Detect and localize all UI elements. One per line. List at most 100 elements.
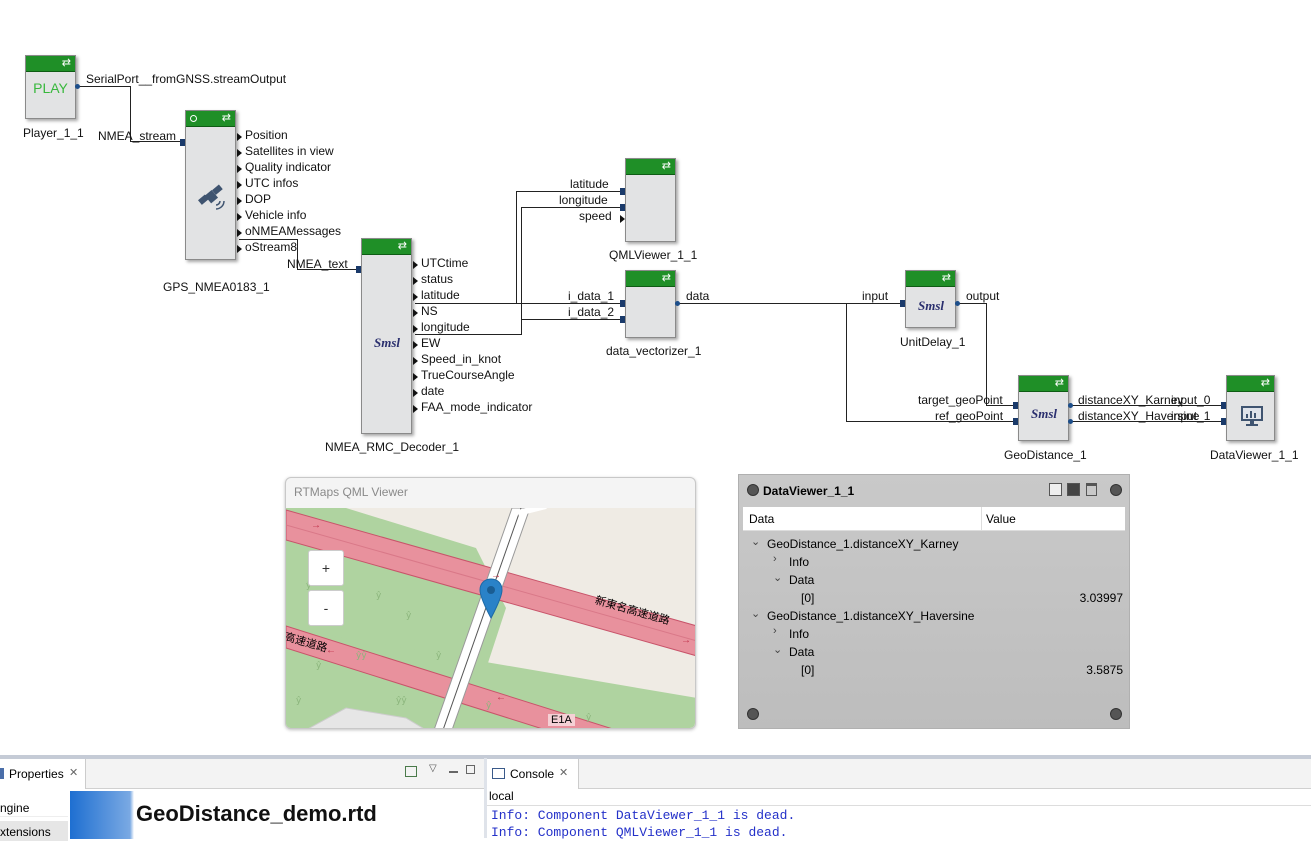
output-port[interactable] <box>237 197 242 205</box>
chevron-down-icon[interactable]: ⌄ <box>773 644 783 656</box>
view-menu-icon[interactable]: ▽ <box>429 763 437 774</box>
trash-icon[interactable] <box>1086 483 1097 496</box>
input-port[interactable] <box>356 266 361 273</box>
wire <box>297 239 298 270</box>
chevron-down-icon[interactable]: ⌄ <box>751 536 761 548</box>
output-port[interactable] <box>1068 419 1073 424</box>
column-header-value[interactable]: Value <box>986 512 1016 526</box>
column-header-data[interactable]: Data <box>749 512 775 526</box>
tree-row-label: Info <box>789 555 810 569</box>
output-port[interactable] <box>675 301 680 306</box>
output-port[interactable] <box>237 181 242 189</box>
output-port[interactable] <box>413 277 418 285</box>
svg-text:ŷ: ŷ <box>306 581 312 591</box>
tree-row[interactable]: ⌄GeoDistance_1.distanceXY_Haversine <box>743 607 1125 625</box>
output-label: oNMEAMessages <box>245 224 342 238</box>
output-port[interactable] <box>413 341 418 349</box>
output-port[interactable] <box>413 357 418 365</box>
chevron-right-icon[interactable]: › <box>773 625 777 637</box>
output-port[interactable] <box>237 213 242 221</box>
pin-view-icon[interactable] <box>405 766 417 777</box>
output-port[interactable] <box>237 229 242 237</box>
unitdelay-block[interactable]: ⇄ Smsl <box>905 270 956 328</box>
property-row-engine[interactable]: ngine <box>0 797 68 817</box>
tab-console[interactable]: Console ✕ <box>487 759 579 789</box>
input-port[interactable] <box>620 204 625 211</box>
input-port[interactable] <box>1013 418 1018 425</box>
output-port[interactable] <box>413 373 418 381</box>
tab-properties[interactable]: Properties ✕ <box>0 759 86 789</box>
properties-panel[interactable]: Properties ✕ ▽ ngine xtensions GeoDistan… <box>0 758 484 841</box>
input-port[interactable] <box>620 215 625 223</box>
rmc-decoder-block[interactable]: ⇄ Smsl <box>361 238 412 434</box>
tree-row[interactable]: › Info <box>743 625 1125 643</box>
input-port[interactable] <box>620 188 625 195</box>
input-port[interactable] <box>900 300 905 307</box>
input-port[interactable] <box>1221 402 1226 409</box>
tree-row[interactable]: [0]3.5875 <box>743 661 1125 679</box>
smsl-icon: Smsl <box>918 298 945 313</box>
tree-row[interactable]: ⌄ Data <box>743 643 1125 661</box>
output-port[interactable] <box>237 133 242 141</box>
wire <box>521 207 522 335</box>
input-port[interactable] <box>620 300 625 307</box>
dataviewer-block[interactable]: ⇄ <box>1226 375 1275 441</box>
tree-row[interactable]: › Info <box>743 553 1125 571</box>
refresh-icon: ⇄ <box>661 160 671 172</box>
geodistance-block[interactable]: ⇄ Smsl <box>1018 375 1069 441</box>
tree-row-label: Info <box>789 627 810 641</box>
tree-row-label: Data <box>789 645 815 659</box>
output-port[interactable] <box>413 293 418 301</box>
output-label: date <box>421 384 445 398</box>
svg-text:→: → <box>491 570 501 581</box>
output-port[interactable] <box>237 165 242 173</box>
pause-icon[interactable] <box>1067 483 1080 496</box>
output-port[interactable] <box>237 245 242 253</box>
wire <box>521 207 623 208</box>
dataviewer-window[interactable]: DataViewer_1_1 Data Value ⌄GeoDistance_1… <box>738 474 1130 729</box>
output-port[interactable] <box>413 405 418 413</box>
minimize-icon[interactable] <box>1049 483 1062 496</box>
vectorizer-block[interactable]: ⇄ <box>625 270 676 338</box>
output-port[interactable] <box>413 325 418 333</box>
console-panel[interactable]: Console ✕ local Info: Component DataView… <box>487 758 1311 840</box>
chevron-down-icon[interactable]: ⌄ <box>773 572 783 584</box>
block-header: ⇄ <box>626 271 675 287</box>
input-port[interactable] <box>1013 402 1018 409</box>
output-label: NS <box>421 304 438 318</box>
tree-row[interactable]: ⌄Data <box>743 571 1125 589</box>
tree-row[interactable]: ⌄GeoDistance_1.distanceXY_Karney <box>743 535 1125 553</box>
output-port[interactable] <box>955 301 960 306</box>
diagram-canvas[interactable] <box>0 0 1311 755</box>
chevron-down-icon[interactable]: ⌄ <box>751 608 761 620</box>
close-icon[interactable]: ✕ <box>69 767 79 779</box>
output-label: oStream8 <box>245 240 298 254</box>
output-port[interactable] <box>413 309 418 317</box>
minimize-icon[interactable] <box>449 771 458 773</box>
output-label: longitude <box>421 320 470 334</box>
svg-text:→: → <box>311 520 321 531</box>
close-icon[interactable]: ✕ <box>559 767 569 779</box>
input-port[interactable] <box>180 139 185 146</box>
tree-row[interactable]: [0]3.03997 <box>743 589 1125 607</box>
qmlviewer-block[interactable]: ⇄ <box>625 158 676 242</box>
zoom-out-button[interactable]: - <box>308 590 344 626</box>
input-port[interactable] <box>1221 418 1226 425</box>
player-block[interactable]: ⇄ PLAY <box>25 55 76 119</box>
chevron-right-icon[interactable]: › <box>773 553 777 565</box>
property-row-extensions[interactable]: xtensions <box>0 821 68 841</box>
maximize-icon[interactable] <box>466 765 475 774</box>
output-port[interactable] <box>1068 403 1073 408</box>
refresh-icon: ⇄ <box>661 272 671 284</box>
output-port[interactable] <box>413 389 418 397</box>
zoom-in-button[interactable]: + <box>308 550 344 586</box>
input-port[interactable] <box>620 316 625 323</box>
output-port[interactable] <box>75 84 80 89</box>
output-port[interactable] <box>413 261 418 269</box>
console-output[interactable]: Info: Component DataViewer_1_1 is dead. … <box>487 805 1311 840</box>
gps-block[interactable]: ⇄ <box>185 110 236 260</box>
output-port[interactable] <box>237 149 242 157</box>
data-tree[interactable]: Data Value ⌄GeoDistance_1.distanceXY_Kar… <box>743 507 1125 677</box>
